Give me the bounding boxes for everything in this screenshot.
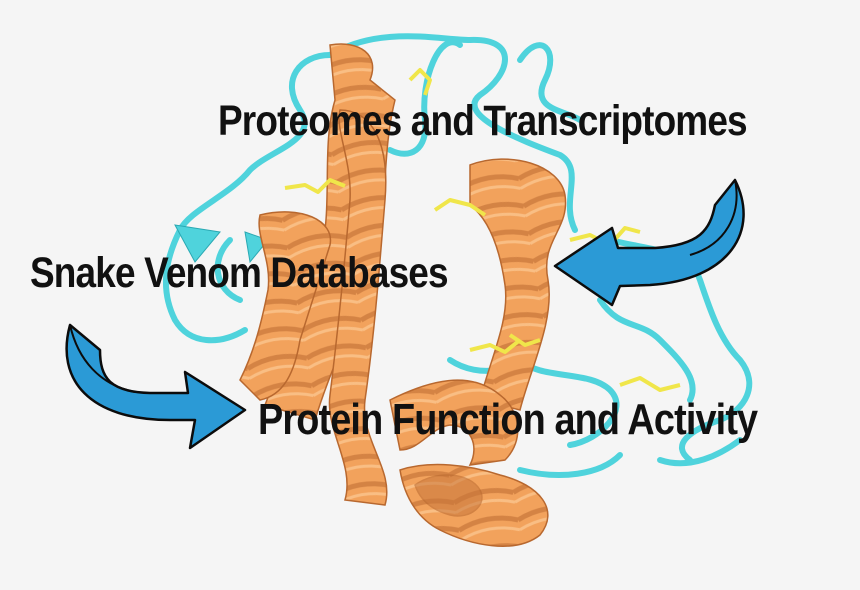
label-protein-function-activity: Protein Function and Activity: [258, 395, 758, 444]
label-snake-venom-databases: Snake Venom Databases: [30, 249, 449, 297]
label-proteomes-transcriptomes: Proteomes and Transcriptomes: [218, 97, 748, 145]
curved-arrow-left-bottom: [65, 323, 247, 450]
curved-arrow-right-top: [553, 178, 745, 307]
alpha-helices: [239, 43, 567, 547]
